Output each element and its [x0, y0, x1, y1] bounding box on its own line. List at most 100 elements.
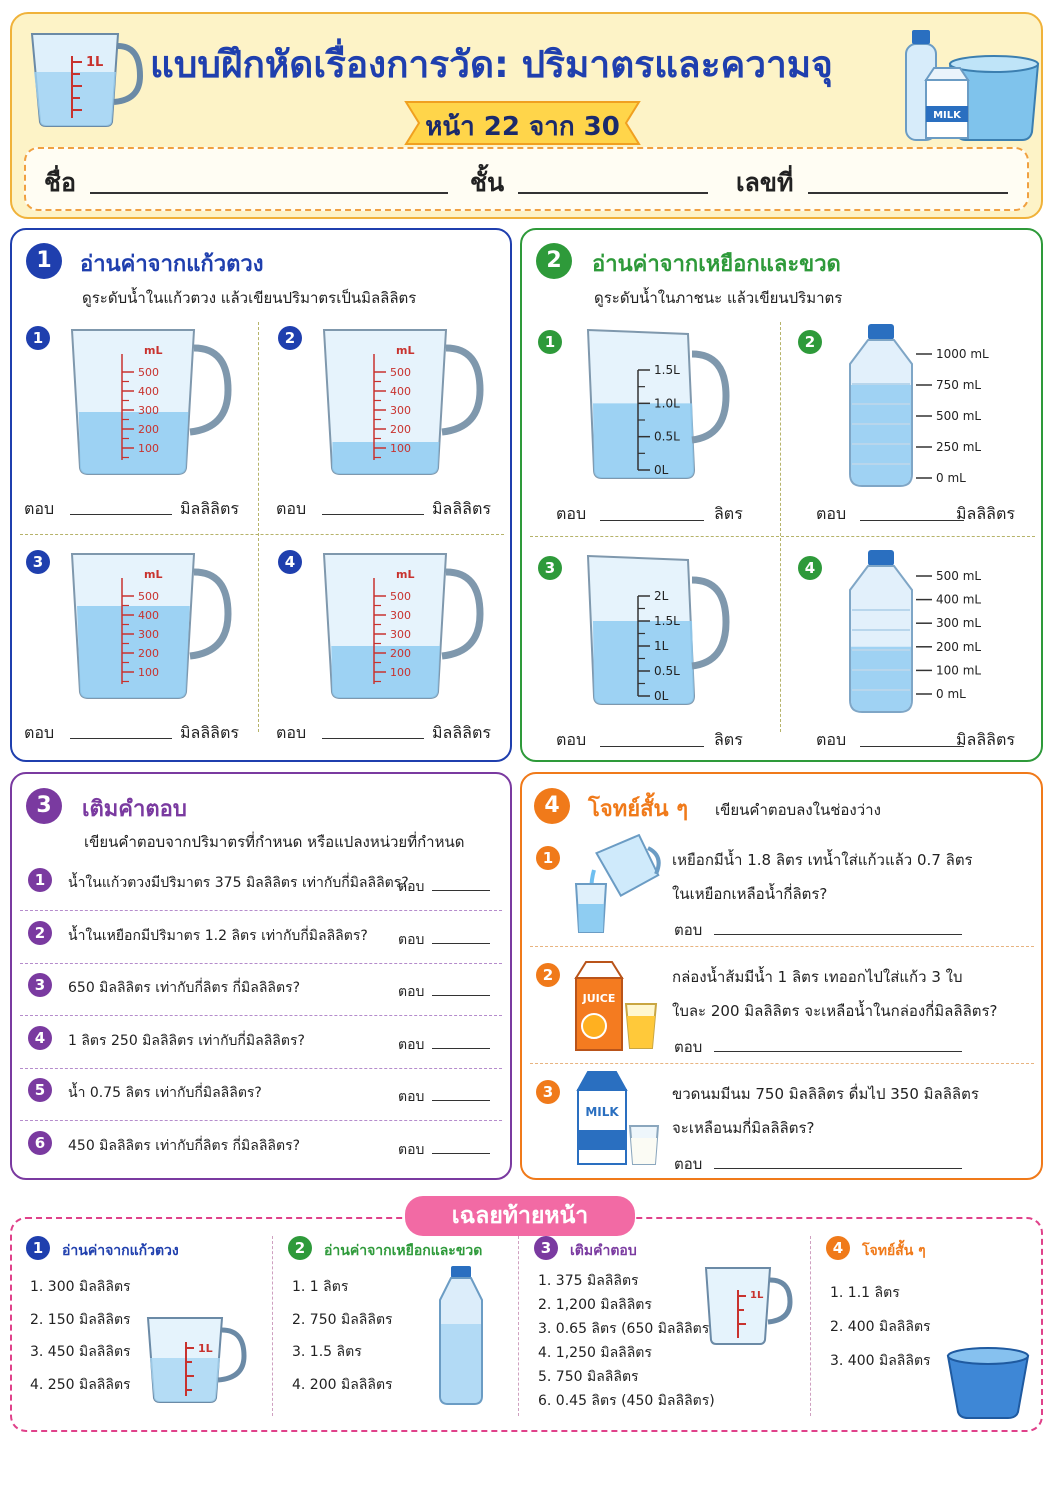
key-answer-item: 4. 250 มิลลิลิตร: [30, 1376, 131, 1393]
sec4-answer-2-field[interactable]: [714, 1051, 962, 1052]
tick-label: 100: [390, 442, 411, 455]
key-answer-item: 2. 750 มิลลิลิตร: [292, 1311, 393, 1328]
unit-label: มิลลิลิตร: [432, 499, 491, 518]
tick-label: 300: [390, 609, 411, 622]
tick-label: 500: [390, 366, 411, 379]
sec2-jug-1-water: [593, 403, 694, 478]
key-bottle-icon: [439, 1266, 483, 1405]
sec3-question-3: 650 มิลลิลิตร เท่ากับกี่ลิตร กี่มิลลิลิต…: [68, 980, 301, 996]
section-3-title: เติมคำตอบ: [82, 797, 187, 822]
key-group-2-badge: 2: [288, 1236, 312, 1260]
milk-carton-icon: MILK: [576, 1071, 660, 1165]
answer-label: ตอบ: [674, 1155, 703, 1173]
name-field[interactable]: [90, 192, 448, 194]
tick-label: 500: [138, 366, 159, 379]
answer-label: ตอบ: [816, 504, 847, 523]
tick-label: 100: [138, 666, 159, 679]
sec3-answer-3-field[interactable]: [432, 995, 490, 996]
unit-label: มิลลิลิตร: [956, 504, 1015, 523]
measuring-cup-icon: 1L: [30, 33, 144, 127]
sec3-question-5: น้ำ 0.75 ลิตร เท่ากับกี่มิลลิลิตร?: [68, 1085, 262, 1101]
key-group-1-badge: 1: [26, 1236, 50, 1260]
key-group-3-title: เติมคำตอบ: [570, 1243, 637, 1259]
answer-label: ตอบ: [398, 1089, 425, 1105]
tick-label: 200: [390, 647, 411, 660]
key-group-3-badge: 3: [534, 1236, 558, 1260]
tick-label: 1.5L: [654, 614, 680, 628]
sec1-answer-4-field[interactable]: [322, 738, 424, 739]
sec1-answer-2-field[interactable]: [322, 514, 424, 515]
tick-label: 400: [138, 609, 159, 622]
key-answer-item: 2. 400 มิลลิลิตร: [830, 1319, 931, 1335]
sec2-jug-3-water: [593, 621, 694, 704]
key-answer-item: 3. 450 มิลลิลิตร: [30, 1344, 131, 1360]
answer-label: ตอบ: [674, 921, 703, 939]
sec1-item-3-badge: 3: [26, 550, 50, 574]
sec4-item-3-badge: 3: [536, 1080, 560, 1104]
unit-label: มิลลิลิตร: [180, 723, 239, 742]
key-answer-item: 6. 0.45 ลิตร (450 มิลลิลิตร): [538, 1393, 715, 1409]
sec1-answer-1-field[interactable]: [70, 514, 172, 515]
tick-label: 250 mL: [936, 440, 981, 454]
sec3-question-6: 450 มิลลิลิตร เท่ากับกี่ลิตร กี่มิลลิลิต…: [68, 1137, 301, 1154]
key-group-4-badge: 4: [826, 1236, 850, 1260]
sec4-problem-3-line2: จะเหลือนมกี่มิลลิลิตร?: [672, 1119, 815, 1137]
sec2-answer-4-field[interactable]: [860, 746, 964, 747]
milk-label: MILK: [933, 110, 962, 121]
sec3-answer-2-field[interactable]: [432, 942, 490, 944]
sec4-problem-1-line2: ในเหยือกเหลือน้ำกี่ลิตร?: [672, 885, 828, 903]
sec3-answer-6-field[interactable]: [432, 1152, 490, 1154]
sec2-answer-3-field[interactable]: [600, 746, 704, 747]
scale-unit-label: mL: [396, 568, 414, 581]
tick-label: 1000 mL: [936, 347, 989, 361]
key-answer-item: 1. 375 มิลลิลิตร: [538, 1273, 639, 1289]
class-field[interactable]: [518, 192, 708, 194]
number-field[interactable]: [808, 192, 1008, 194]
sec1-cup-3-water: [77, 606, 190, 698]
sec4-item-2-badge: 2: [536, 963, 560, 987]
sec4-problem-1-line1: เหยือกมีน้ำ 1.8 ลิตร เทน้ำใส่แก้วแล้ว 0.…: [672, 851, 973, 869]
key-group-2-title: อ่านค่าจากเหยือกและขวด: [324, 1243, 483, 1259]
answer-label: ตอบ: [276, 723, 307, 742]
tick-label: 0 mL: [936, 471, 966, 485]
class-label: ชั้น: [470, 168, 505, 197]
sec2-bottle-4-water: [851, 646, 911, 711]
sec2-answer-2-field[interactable]: [860, 520, 964, 521]
unit-label: มิลลิลิตร: [956, 730, 1015, 749]
sec1-cup-1-water: [78, 412, 189, 474]
key-answer-item: 2. 150 มิลลิลิตร: [30, 1311, 131, 1328]
sec2-item-3-badge: 3: [538, 556, 562, 580]
section-3-subtitle: เขียนคำตอบจากปริมาตรที่กำหนด หรือแปลงหน่…: [84, 833, 465, 851]
tick-label: 1.5L: [654, 363, 680, 377]
tick-label: 0 mL: [936, 687, 966, 701]
tick-label: 1.0L: [654, 396, 680, 410]
key-cup-small-label: 1L: [750, 1290, 764, 1301]
sec1-item-1-badge: 1: [26, 326, 50, 350]
sec3-answer-1-field[interactable]: [432, 890, 490, 891]
sec2-item-2-badge: 2: [798, 330, 822, 354]
sec3-answer-4-field[interactable]: [432, 1047, 490, 1049]
sec3-answer-5-field[interactable]: [432, 1100, 490, 1101]
answer-label: ตอบ: [398, 931, 425, 948]
sec1-item-2-badge: 2: [278, 326, 302, 350]
section-2-badge: 2: [536, 243, 572, 279]
section-4-badge: 4: [534, 788, 570, 824]
sec1-answer-3-field[interactable]: [70, 738, 172, 739]
section-4-title: โจทย์สั้น ๆ: [588, 797, 689, 822]
tick-label: 500 mL: [936, 409, 981, 423]
sec4-answer-1-field[interactable]: [714, 934, 962, 935]
tick-label: 500: [390, 590, 411, 603]
tick-label: 200: [138, 423, 159, 436]
sec2-answer-1-field[interactable]: [600, 520, 704, 521]
tick-label: 100 mL: [936, 663, 981, 677]
section-1-badge: 1: [26, 243, 62, 279]
sec3-question-2: น้ำในเหยือกมีปริมาตร 1.2 ลิตร เท่ากับกี่…: [68, 927, 368, 944]
tick-label: 300: [138, 404, 159, 417]
section-2-subtitle: ดูระดับน้ำในภาชนะ แล้วเขียนปริมาตร: [594, 289, 843, 307]
sec1-item-4-badge: 4: [278, 550, 302, 574]
sec3-item-1-badge: 1: [28, 868, 52, 892]
sec4-answer-3-field[interactable]: [714, 1168, 962, 1169]
key-group-4-title: โจทย์สั้น ๆ: [862, 1243, 926, 1259]
sec3-item-6-badge: 6: [28, 1130, 52, 1155]
answer-label: ตอบ: [816, 730, 847, 749]
